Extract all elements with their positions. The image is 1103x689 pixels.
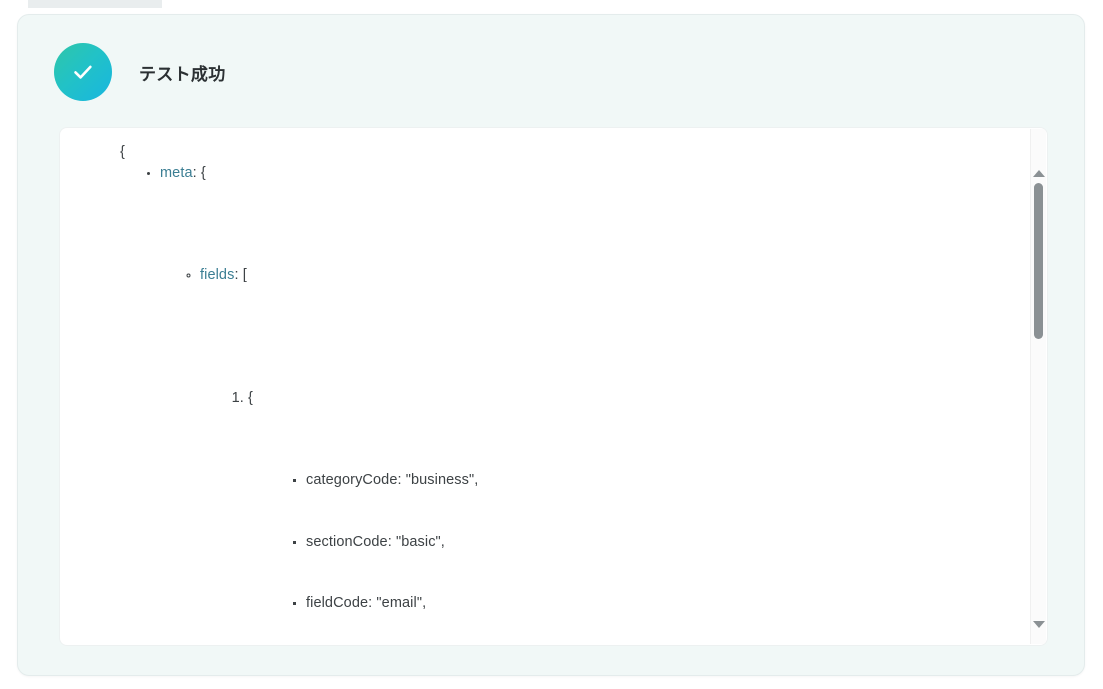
- list-item: categoryCode: "business",: [306, 470, 1047, 491]
- list-item: fieldCode: "email",: [306, 593, 1047, 614]
- json-result-panel: { meta: { fields: [ { categoryCode: "bus…: [59, 127, 1048, 646]
- json-level-1: meta: { fields: [ { categoryCode: "busin…: [60, 163, 1047, 646]
- scroll-down-arrow-icon[interactable]: [1031, 616, 1046, 632]
- json-root-open: {: [120, 144, 125, 160]
- scrollbar-thumb[interactable]: [1034, 183, 1043, 339]
- json-level-2: fields: [ { categoryCode: "business", se…: [160, 224, 1047, 645]
- list-item[interactable]: { categoryCode: "business", sectionCode:…: [248, 388, 1047, 645]
- json-scroll-viewport[interactable]: { meta: { fields: [ { categoryCode: "bus…: [60, 128, 1047, 645]
- json-fields-suffix: : [: [234, 267, 247, 283]
- clipped-tab-above-card: [28, 0, 162, 8]
- json-array-items: { categoryCode: "business", sectionCode:…: [200, 327, 1047, 646]
- json-item-open: {: [248, 390, 253, 406]
- page-title: テスト成功: [139, 64, 226, 84]
- list-item: sectionCode: "basic",: [306, 532, 1047, 553]
- json-level-4: categoryCode: "business", sectionCode: "…: [248, 429, 1047, 645]
- json-key-meta: meta: [160, 164, 193, 181]
- card-header: テスト成功: [54, 43, 226, 101]
- json-node-fields[interactable]: fields: [ { categoryCode: "business", se…: [200, 265, 1047, 645]
- check-circle-icon: [54, 43, 112, 101]
- vertical-scrollbar[interactable]: [1030, 129, 1046, 644]
- test-result-card: テスト成功 { meta: { fields: [ { categoryCode…: [17, 14, 1085, 676]
- json-key-fields: fields: [200, 267, 235, 283]
- json-tree: { meta: { fields: [ { categoryCode: "bus…: [60, 142, 1047, 645]
- json-node-meta[interactable]: meta: { fields: [ { categoryCode: "busin…: [160, 163, 1047, 646]
- json-meta-suffix: : {: [192, 164, 206, 181]
- scroll-up-arrow-icon[interactable]: [1031, 165, 1046, 181]
